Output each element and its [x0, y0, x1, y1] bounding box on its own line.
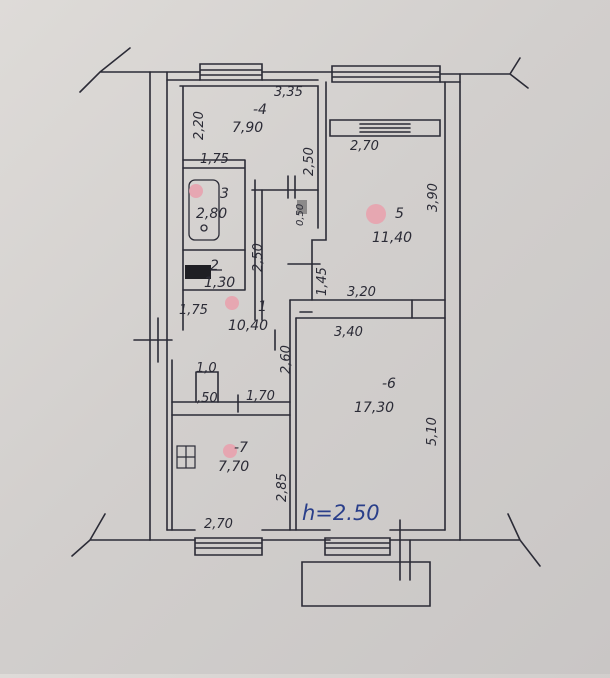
- dim-room5-width: 2,70: [350, 139, 379, 154]
- pink-dot-7: [223, 444, 237, 458]
- dim-room7-side: 2,85: [275, 473, 290, 502]
- room-4-label: -4: [253, 102, 267, 118]
- stove-icon: [176, 445, 196, 469]
- room-3-label: 3: [220, 186, 229, 202]
- pink-dot-5: [366, 204, 386, 224]
- pink-dot-3: [189, 184, 203, 198]
- room-2-label: 2: [210, 258, 219, 274]
- grey-marker-icon: [297, 200, 307, 214]
- ceiling-height: h=2.50: [302, 501, 380, 525]
- pink-dot-1: [225, 296, 239, 310]
- dim-small-mark: 0,50: [295, 204, 306, 226]
- dim-room6-height: 5,10: [425, 417, 440, 446]
- dim-side-4-right: 2,50: [302, 147, 317, 176]
- dim-room5-bottom: 3,20: [347, 285, 376, 300]
- dim-partition-145: 1,45: [315, 267, 330, 296]
- room-3-area: 2,80: [196, 206, 227, 222]
- dim-room5-height: 3,90: [426, 183, 441, 212]
- dim-corr-170: 1,70: [246, 389, 275, 404]
- pink-dots: [189, 184, 386, 458]
- room-2-area: 1,30: [204, 275, 235, 291]
- room-6-area: 17,30: [354, 400, 394, 416]
- room-1-label: 1: [258, 299, 267, 315]
- dim-closet-h: ,50: [197, 391, 218, 406]
- dim-room6-top: 3,40: [334, 325, 363, 340]
- room-5-label: 5: [395, 206, 404, 222]
- walls: [71, 47, 541, 607]
- dim-room1-side: 2,60: [279, 345, 294, 374]
- room-7-area: 7,70: [218, 459, 249, 475]
- bathtub-icon: [188, 179, 220, 241]
- dim-room7-bottom: 2,70: [204, 517, 233, 532]
- room-5-area: 11,40: [372, 230, 412, 246]
- room-7-label: -7: [234, 440, 248, 456]
- dim-corridor-175-top: 1,75: [200, 152, 229, 167]
- dim-corridor-175-mid: 1,75: [179, 303, 208, 318]
- room-6-label: -6: [382, 376, 396, 392]
- dim-side-3: 2,50: [251, 243, 266, 272]
- dim-top-4: 3,35: [274, 85, 303, 100]
- toilet-icon: [185, 265, 222, 279]
- room-4-area: 7,90: [232, 120, 263, 136]
- dim-closet-w: 1,0: [196, 361, 217, 376]
- room-1-area: 10,40: [228, 318, 268, 334]
- dim-side-4-left: 2,20: [192, 111, 207, 140]
